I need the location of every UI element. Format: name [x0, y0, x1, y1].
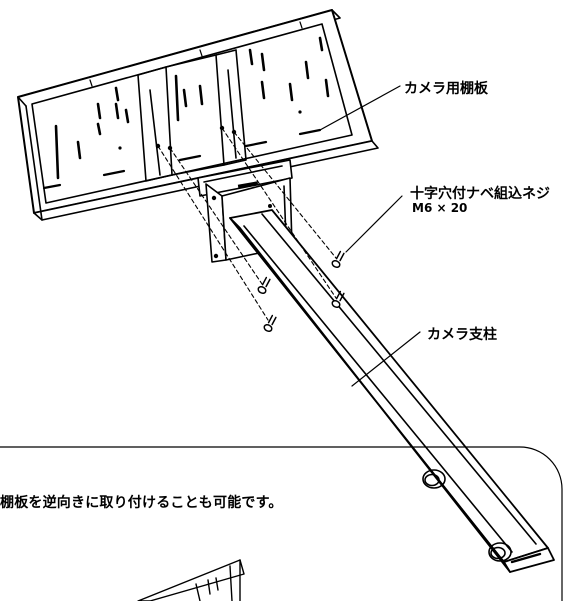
assembly-guide-lines [157, 127, 337, 321]
label-screw-size: M6 × 20 [412, 201, 468, 215]
screws [257, 250, 345, 332]
label-screw: 十字穴付ナベ組込ネジ [410, 186, 550, 202]
camera-pole [229, 209, 555, 573]
label-camera-shelf: カメラ用棚板 [404, 81, 488, 97]
leader-lines [319, 85, 421, 387]
label-camera-pole: カメラ支柱 [427, 327, 497, 343]
inset-note-text: 棚板を逆向きに取り付けることも可能です。 [0, 495, 283, 511]
inset-box [0, 446, 563, 601]
